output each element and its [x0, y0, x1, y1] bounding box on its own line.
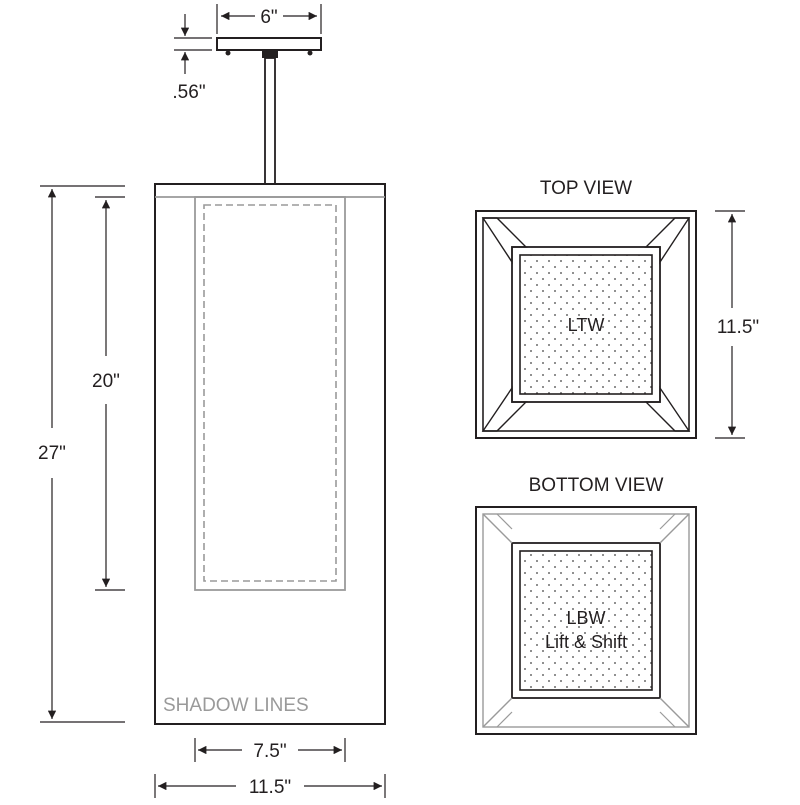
bottom-view: LBW Lift & Shift — [475, 506, 697, 735]
canopy-width-dimension: 6" — [216, 4, 322, 34]
overall-height-label: 27" — [38, 443, 66, 464]
stem — [264, 57, 276, 185]
shade-height-dimension: 20" — [92, 196, 125, 591]
shade-width-dimension: 7.5" — [194, 738, 346, 762]
canopy-width-label: 6" — [260, 7, 277, 28]
bottom-view-label-line1: LBW — [566, 608, 605, 628]
shade-height-label: 20" — [92, 371, 120, 392]
shadow-lines-label: SHADOW LINES — [163, 695, 309, 716]
canopy — [216, 37, 322, 58]
overall-width-dimension: 11.5" — [154, 774, 386, 798]
canopy-height-dimension: .56" — [172, 14, 212, 103]
canopy-height-label: .56" — [172, 82, 205, 103]
top-view: LTW — [475, 210, 697, 439]
bottom-view-title: BOTTOM VIEW — [529, 475, 664, 496]
shade-width-label: 7.5" — [253, 741, 286, 762]
overall-width-label: 11.5" — [249, 777, 291, 798]
shade-front-view: SHADOW LINES — [154, 183, 386, 725]
side-height-label: 11.5" — [717, 317, 759, 338]
top-view-title: TOP VIEW — [540, 178, 632, 199]
bottom-view-label-line2: Lift & Shift — [545, 632, 627, 652]
side-height-dimension: 11.5" — [715, 210, 759, 439]
overall-height-dimension: 27" — [38, 185, 125, 723]
top-view-label: LTW — [568, 315, 605, 335]
